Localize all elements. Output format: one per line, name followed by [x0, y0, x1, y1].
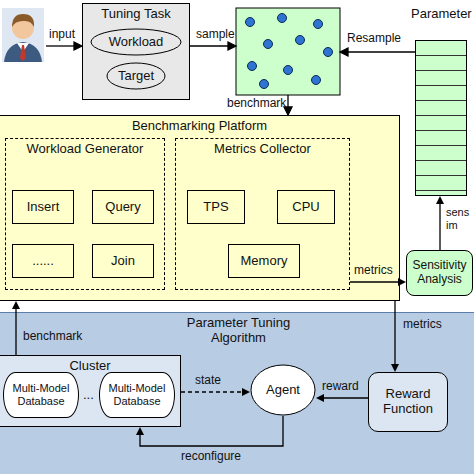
edge-label: reconfigure: [180, 450, 242, 464]
node-text: Reward Function: [372, 387, 444, 417]
edge-label: benchmark: [22, 330, 83, 344]
sample-space: [236, 8, 340, 95]
edge-label: metrics: [402, 318, 443, 332]
node-text: Memory: [241, 254, 288, 269]
node-text: Insert: [27, 200, 60, 215]
connector: [316, 394, 368, 402]
reward-box: Reward Function: [368, 372, 448, 432]
node-text: Multi-Model Database: [7, 382, 75, 407]
node-text: CPU: [292, 200, 319, 215]
connector-line: [322, 397, 368, 398]
metric-item: CPU: [277, 190, 335, 224]
collector-box: Metrics CollectorTPS CPU Memory: [175, 138, 350, 290]
connector-line: [140, 416, 283, 446]
group-title: Parameter: [411, 7, 471, 22]
workload-item: Insert: [12, 190, 74, 224]
flow-label: ...: [82, 388, 95, 403]
group-title: Cluster: [0, 359, 180, 374]
node-text: Join: [111, 254, 135, 269]
node-text: Agent: [266, 383, 300, 398]
ellipse-shape: [251, 365, 315, 415]
node-text: Sensitivity Analysis: [410, 259, 469, 287]
connector: [391, 301, 399, 372]
connector-line: [181, 391, 244, 392]
arrow-head: [12, 301, 20, 309]
node-text: ......: [32, 254, 54, 269]
platform-box: Benchmarking PlatformWorkload GeneratorI…: [0, 115, 400, 301]
connector-line: [350, 281, 400, 282]
flow-label: input: [48, 28, 76, 42]
group-title: Tuning Task: [83, 7, 189, 22]
connector: [181, 388, 250, 396]
group-title: Benchmarking Platform: [0, 119, 399, 134]
edge-label: metrics: [353, 264, 394, 278]
ellipse-shape: [107, 63, 165, 89]
stack-body: [415, 40, 467, 196]
agent-ellipse: Agent: [250, 364, 316, 416]
connector-line: [439, 202, 440, 250]
arrow-head: [398, 278, 406, 286]
task-box: Tuning TaskWorkloadTarget: [82, 3, 190, 100]
workload-ellipse: Workload: [90, 28, 182, 56]
target-ellipse: Target: [106, 62, 166, 90]
connector-line: [394, 301, 395, 366]
group-title: Workload Generator: [6, 142, 164, 157]
connector: [436, 196, 444, 250]
node-text: TPS: [203, 200, 228, 215]
flow-label: benchmark: [226, 97, 287, 111]
parameter-stack: Parameter: [411, 4, 471, 196]
ellipse-shape: [91, 29, 181, 55]
generator-box: Workload GeneratorInsert Query...... Join: [5, 138, 165, 290]
node-text: Query: [105, 200, 140, 215]
workload-item: Join: [92, 244, 154, 278]
workload-item: ......: [12, 244, 74, 278]
connector-line: [15, 307, 16, 355]
group-title: Parameter Tuning Algorithm: [166, 316, 311, 346]
analysis-box: Sensitivity Analysis: [406, 250, 473, 296]
node-text: Workload: [109, 35, 164, 50]
database-cylinder: Multi-Model Database: [3, 372, 79, 418]
flow-label: Resample: [346, 32, 402, 46]
workload-item: Query: [92, 190, 154, 224]
flow-label: sample: [195, 28, 236, 42]
edge-label: sens im: [445, 206, 473, 231]
edge-label: reward: [321, 380, 360, 394]
group-title: Metrics Collector: [176, 142, 349, 157]
node-text: Target: [118, 69, 154, 84]
connector: [136, 416, 283, 446]
arrow-head: [316, 394, 324, 402]
edge-label: state: [194, 374, 222, 388]
arrow-head: [136, 427, 144, 435]
metric-item: Memory: [228, 244, 300, 278]
connector: [350, 278, 406, 286]
connector: [12, 301, 20, 355]
arrow-head: [391, 364, 399, 372]
node-text: Multi-Model Database: [103, 382, 171, 407]
database-cylinder: Multi-Model Database: [99, 372, 175, 418]
user-icon: [2, 8, 44, 62]
arrow-head: [242, 388, 250, 396]
metric-item: TPS: [187, 190, 245, 224]
arrow-head: [436, 196, 444, 204]
